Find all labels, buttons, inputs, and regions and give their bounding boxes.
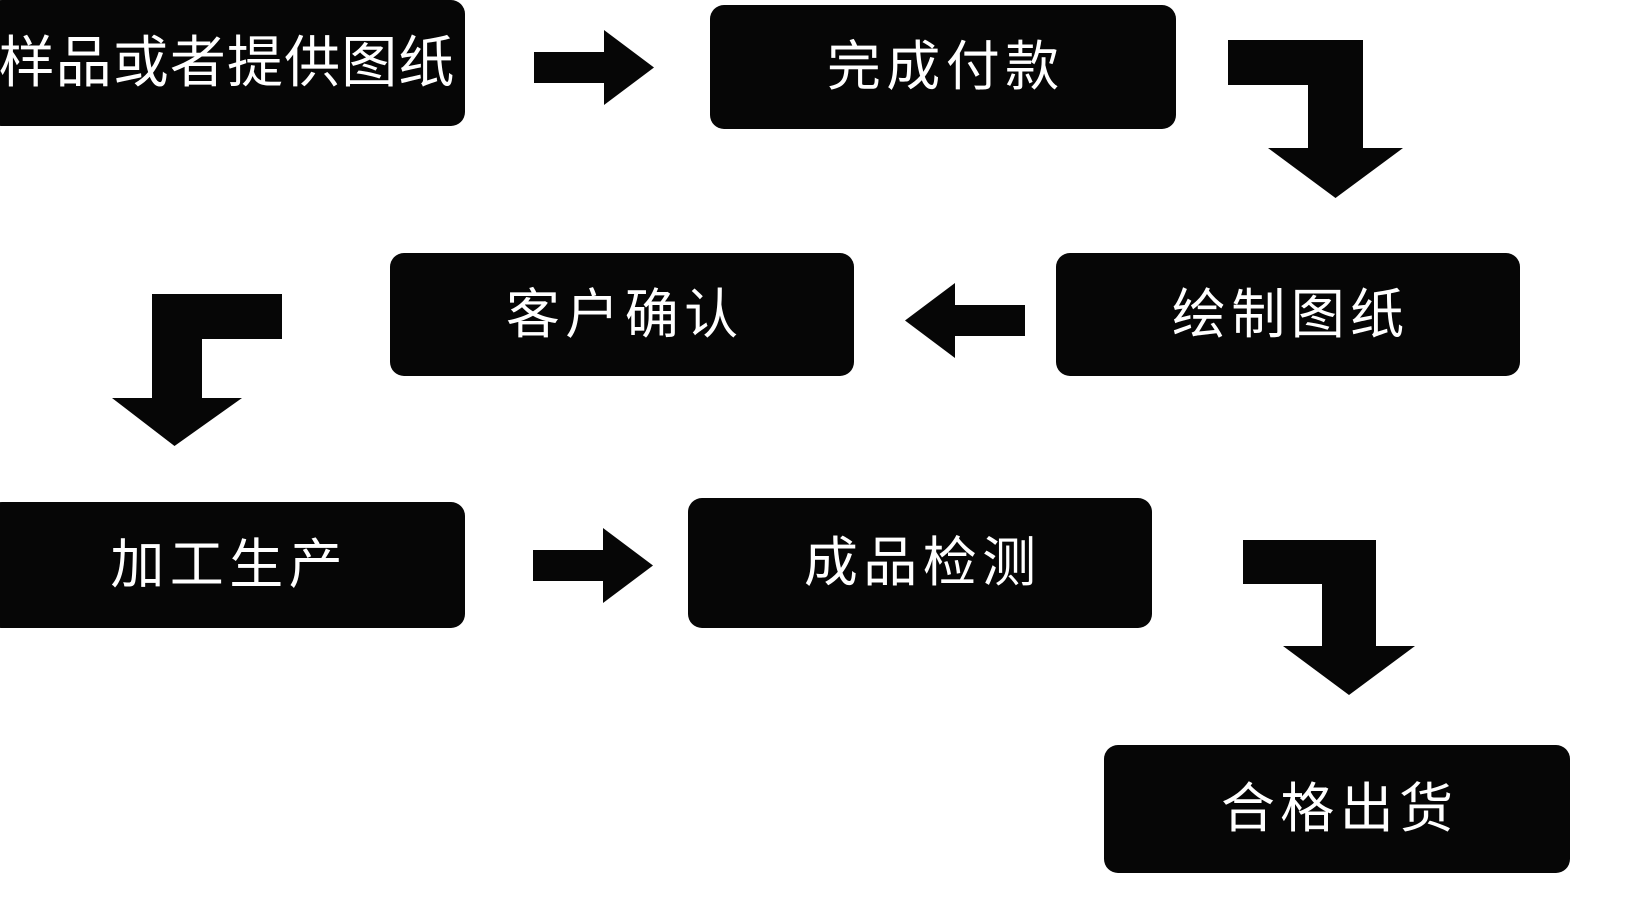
arrow-right-icon-sample-to-payment	[534, 30, 654, 105]
flow-node-qualified-shipment[interactable]: 合格出货	[1104, 745, 1570, 873]
elbow-arrow-down-icon-inspection-to-shipment	[1243, 540, 1415, 695]
arrow-right-icon-production-to-inspection	[533, 528, 653, 603]
flow-node-complete-payment[interactable]: 完成付款	[710, 5, 1176, 129]
flow-node-processing-production[interactable]: 加工生产	[0, 502, 465, 628]
elbow-arrow-down-icon-confirm-to-production	[112, 294, 282, 446]
arrow-left-icon-drawing-to-confirm	[905, 283, 1025, 358]
flow-node-finished-product-inspection[interactable]: 成品检测	[688, 498, 1152, 628]
flow-node-draw-blueprint[interactable]: 绘制图纸	[1056, 253, 1520, 376]
flow-node-sample-or-drawing[interactable]: 样品或者提供图纸	[0, 0, 465, 126]
elbow-arrow-down-icon-payment-to-drawing	[1228, 40, 1403, 198]
flow-node-customer-confirm[interactable]: 客户确认	[390, 253, 854, 376]
